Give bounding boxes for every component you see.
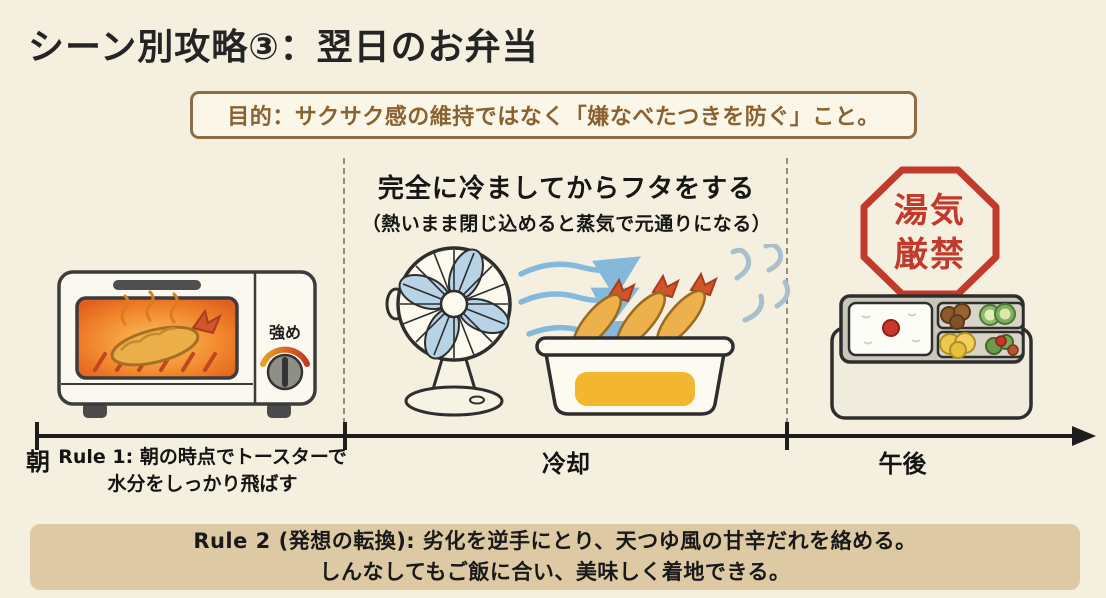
purpose-box: 目的：サクサク感の維持ではなく「嫌なべたつきを防ぐ」こと。: [190, 91, 917, 139]
dial-label: 強め: [269, 323, 301, 342]
rule2-line2: しんなしてもご飯に合い、美味しく着地できる。: [319, 560, 791, 584]
page-title: シーン別攻略③：翌日のお弁当: [28, 27, 539, 68]
timeline-label-cooling: 冷却: [542, 450, 590, 478]
shrimp-tempura-icon: [110, 308, 223, 367]
cooling-subheading: （熱いまま閉じ込めると蒸気で元通りになる）: [361, 213, 772, 235]
section-divider-left: [343, 158, 345, 434]
timeline-label-afternoon: 午後: [878, 450, 927, 478]
karaage-icon: [940, 303, 971, 330]
timeline-axis: [35, 422, 1096, 450]
tempura-container-icon: [535, 271, 735, 416]
stop-octagon-icon: [860, 166, 1000, 298]
toaster-oven-icon: 強め: [57, 270, 317, 418]
steam-forbidden-badge: 湯気 厳禁: [860, 166, 1000, 298]
purpose-text: 目的：サクサク感の維持ではなく「嫌なべたつきを防ぐ」こと。: [227, 105, 880, 130]
steam-swirls-icon: [730, 244, 791, 323]
cooling-heading: 完全に冷ましてからフタをする: [377, 174, 756, 204]
vegetables-icon: [985, 334, 1019, 356]
cooling-illustration: [385, 244, 791, 417]
cooling-section-heading: 完全に冷ましてからフタをする （熱いまま閉じ込めると蒸気で元通りになる）: [345, 168, 788, 236]
badge-line1: 湯気: [894, 191, 966, 231]
egg-slices-icon: [939, 332, 976, 359]
timeline-label-morning: 朝: [26, 448, 50, 476]
umeboshi-icon: [882, 319, 900, 337]
electric-fan-icon: [385, 246, 512, 417]
badge-line2: 厳禁: [894, 235, 966, 275]
shrimp-group: [572, 271, 718, 351]
timeline-arrowhead: [1072, 426, 1096, 446]
rule2-line1: Rule 2 (発想の転換): 劣化を逆手にとり、天つゆ風の甘辛だれを絡める。: [193, 528, 917, 553]
rule1-note: Rule 1: 朝の時点でトースターで 水分をしっかり飛ばす: [55, 444, 350, 497]
cucumber-slices-icon: [979, 303, 1016, 326]
rule1-line1: Rule 1: 朝の時点でトースターで: [58, 446, 347, 468]
rule1-line2: 水分をしっかり飛ばす: [107, 472, 298, 495]
rule2-box: Rule 2 (発想の転換): 劣化を逆手にとり、天つゆ風の甘辛だれを絡める。 …: [30, 524, 1080, 590]
bento-box-icon: [830, 294, 1033, 420]
